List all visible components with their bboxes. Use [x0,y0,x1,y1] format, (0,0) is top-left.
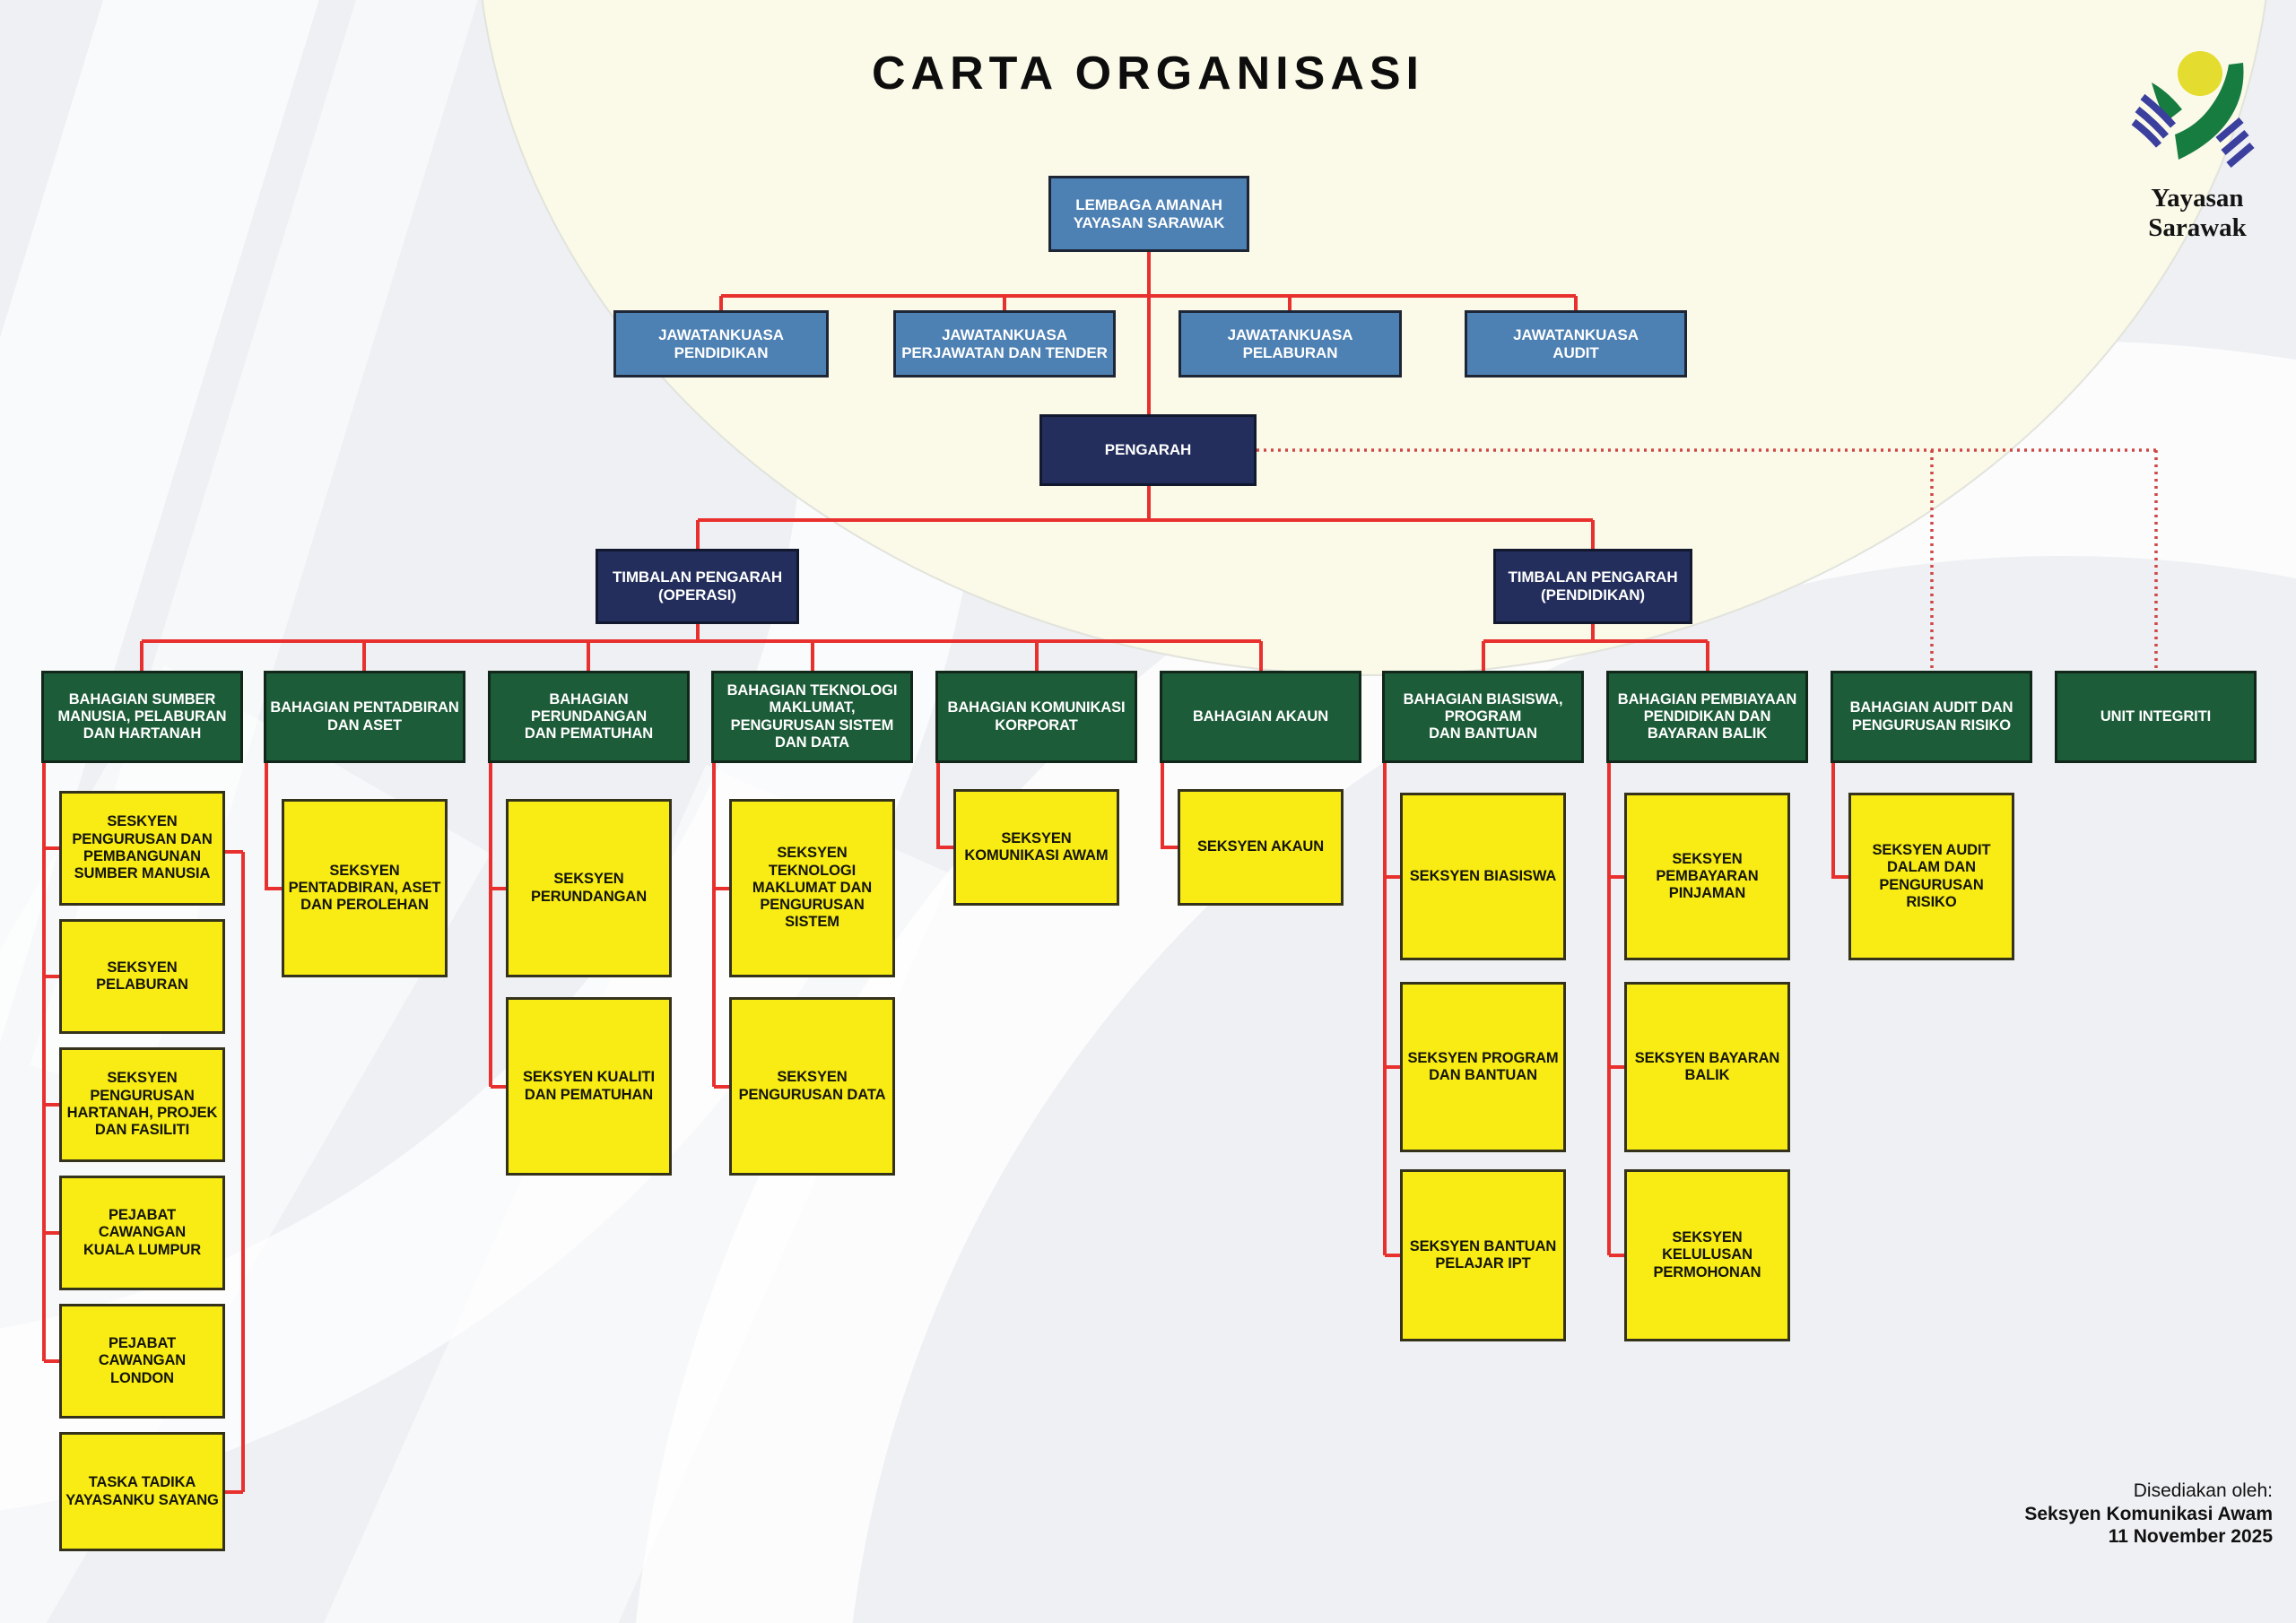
division-box-label: BAHAGIAN TEKNOLOGI MAKLUMAT, PENGURUSAN … [726,681,898,751]
yayasan-sarawak-logo-icon [2131,51,2255,169]
section-box: TASKA TADIKA YAYASANKU SAYANG [59,1432,225,1551]
deputy-box: TIMBALAN PENGARAH (OPERASI) [596,549,799,624]
board-box-label: LEMBAGA AMANAH YAYASAN SARAWAK [1073,195,1225,231]
committee-box-label: JAWATANKUASA PENDIDIKAN [658,325,784,361]
section-box-label: SEKSYEN PELABURAN [96,959,188,993]
deputy-box-label: TIMBALAN PENGARAH (OPERASI) [612,568,783,603]
section-box: SEKSYEN BANTUAN PELAJAR IPT [1400,1169,1566,1341]
section-box-label: PEJABAT CAWANGAN LONDON [98,1335,187,1386]
section-box-label: SEKSYEN BAYARAN BALIK [1634,1049,1780,1083]
section-box-label: SEKSYEN PENGURUSAN HARTANAH, PROJEK DAN … [66,1070,218,1139]
division-box: BAHAGIAN TEKNOLOGI MAKLUMAT, PENGURUSAN … [711,671,913,763]
section-box: SESKYEN PENGURUSAN DAN PEMBANGUNAN SUMBE… [59,791,225,906]
section-box-label: SEKSYEN PEMBAYARAN PINJAMAN [1656,850,1759,902]
section-box: SEKSYEN PENTADBIRAN, ASET DAN PEROLEHAN [282,799,448,977]
prepared-by-block: Disediakan oleh: Seksyen Komunikasi Awam… [2024,1480,2273,1549]
section-box: PEJABAT CAWANGAN LONDON [59,1304,225,1419]
division-box-label: BAHAGIAN AUDIT DAN PENGURUSAN RISIKO [1849,699,2013,733]
deputy-box-label: TIMBALAN PENGARAH (PENDIDIKAN) [1508,568,1678,603]
section-box: SEKSYEN PENGURUSAN DATA [729,997,895,1176]
committee-box: JAWATANKUASA PERJAWATAN DAN TENDER [893,310,1116,378]
division-box-label: BAHAGIAN PEMBIAYAAN PENDIDIKAN DAN BAYAR… [1617,690,1797,742]
section-box: SEKSYEN BIASISWA [1400,793,1566,960]
deputy-box: TIMBALAN PENGARAH (PENDIDIKAN) [1493,549,1692,624]
section-box-label: TASKA TADIKA YAYASANKU SAYANG [65,1474,219,1508]
division-box-label: BAHAGIAN KOMUNIKASI KORPORAT [947,699,1126,733]
committee-box: JAWATANKUASA AUDIT [1465,310,1687,378]
board-box: LEMBAGA AMANAH YAYASAN SARAWAK [1048,176,1249,252]
section-box-label: SEKSYEN BANTUAN PELAJAR IPT [1409,1237,1557,1271]
division-box: BAHAGIAN AKAUN [1160,671,1361,763]
section-box: SEKSYEN PROGRAM DAN BANTUAN [1400,982,1566,1152]
section-box: SEKSYEN PELABURAN [59,919,225,1034]
section-box: SEKSYEN KUALITI DAN PEMATUHAN [506,997,672,1176]
committee-box: JAWATANKUASA PELABURAN [1178,310,1402,378]
section-box-label: SESKYEN PENGURUSAN DAN PEMBANGUNAN SUMBE… [72,813,213,882]
director-box: PENGARAH [1039,414,1257,486]
section-box-label: SEKSYEN PENGURUSAN DATA [738,1069,886,1103]
section-box-label: SEKSYEN TEKNOLOGI MAKLUMAT DAN PENGURUSA… [752,845,873,931]
section-box: SEKSYEN BAYARAN BALIK [1624,982,1790,1152]
committee-box-label: JAWATANKUASA PELABURAN [1227,325,1353,361]
prepared-by-name: Seksyen Komunikasi Awam [2024,1503,2273,1524]
section-box: SEKSYEN KOMUNIKASI AWAM [953,789,1119,906]
committee-box: JAWATANKUASA PENDIDIKAN [613,310,829,378]
director-box-label: PENGARAH [1104,441,1192,459]
prepared-date: 11 November 2025 [2108,1526,2273,1548]
division-box: BAHAGIAN PENTADBIRAN DAN ASET [264,671,465,763]
solid-connectors [42,252,1849,1494]
dotted-connectors [1257,448,2158,669]
section-box-label: SEKSYEN KUALITI DAN PEMATUHAN [522,1069,656,1103]
section-box-label: SEKSYEN AUDIT DALAM DAN PENGURUSAN RISIK… [1872,841,1991,910]
division-box-label: BAHAGIAN PENTADBIRAN DAN ASET [270,699,459,733]
section-box: SEKSYEN AKAUN [1178,789,1344,906]
section-box: SEKSYEN TEKNOLOGI MAKLUMAT DAN PENGURUSA… [729,799,895,977]
section-box-label: SEKSYEN PERUNDANGAN [530,871,648,905]
section-box: SEKSYEN PERUNDANGAN [506,799,672,977]
section-box-label: SEKSYEN AKAUN [1196,838,1325,855]
section-box-label: SEKSYEN KOMUNIKASI AWAM [964,829,1109,864]
division-box: BAHAGIAN BIASISWA, PROGRAM DAN BANTUAN [1382,671,1584,763]
division-box-label: BAHAGIAN AKAUN [1192,707,1329,725]
section-box: SEKSYEN PEMBAYARAN PINJAMAN [1624,793,1790,960]
yayasan-sarawak-logo: Yayasan Sarawak [2109,47,2285,243]
division-box: BAHAGIAN PERUNDANGAN DAN PEMATUHAN [488,671,690,763]
committee-box-label: JAWATANKUASA PERJAWATAN DAN TENDER [901,325,1108,361]
section-box-label: SEKSYEN KELULUSAN PERMOHONAN [1653,1229,1761,1280]
division-box-label: BAHAGIAN SUMBER MANUSIA, PELABURAN DAN H… [57,690,227,742]
sun-icon [2178,51,2222,96]
section-box-label: SEKSYEN BIASISWA [1409,867,1557,884]
section-box-label: SEKSYEN PROGRAM DAN BANTUAN [1407,1049,1559,1083]
division-box: BAHAGIAN AUDIT DAN PENGURUSAN RISIKO [1831,671,2032,763]
logo-wordmark: Yayasan Sarawak [2148,184,2247,242]
division-box: BAHAGIAN SUMBER MANUSIA, PELABURAN DAN H… [41,671,243,763]
committee-box-label: JAWATANKUASA AUDIT [1513,325,1639,361]
division-box-label: BAHAGIAN BIASISWA, PROGRAM DAN BANTUAN [1403,690,1563,742]
division-box-label: BAHAGIAN PERUNDANGAN DAN PEMATUHAN [524,690,654,742]
section-box: SEKSYEN PENGURUSAN HARTANAH, PROJEK DAN … [59,1047,225,1162]
section-box: SEKSYEN AUDIT DALAM DAN PENGURUSAN RISIK… [1848,793,2014,960]
section-box: PEJABAT CAWANGAN KUALA LUMPUR [59,1176,225,1290]
division-box: BAHAGIAN KOMUNIKASI KORPORAT [935,671,1137,763]
section-box: SEKSYEN KELULUSAN PERMOHONAN [1624,1169,1790,1341]
page-title: CARTA ORGANISASI [872,48,1424,100]
division-box-label: UNIT INTEGRITI [2100,707,2212,725]
division-box: BAHAGIAN PEMBIAYAAN PENDIDIKAN DAN BAYAR… [1606,671,1808,763]
division-box: UNIT INTEGRITI [2055,671,2257,763]
section-box-label: PEJABAT CAWANGAN KUALA LUMPUR [83,1207,202,1258]
prepared-by-label: Disediakan oleh: [2133,1480,2273,1501]
section-box-label: SEKSYEN PENTADBIRAN, ASET DAN PEROLEHAN [288,862,441,914]
